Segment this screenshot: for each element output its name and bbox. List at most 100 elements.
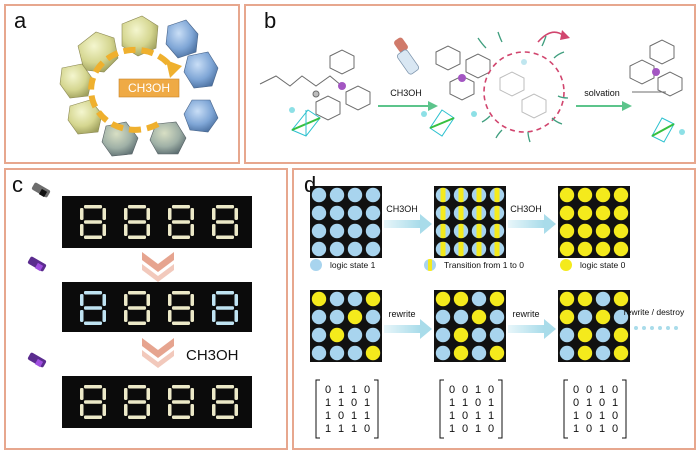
display-segment	[172, 400, 190, 404]
display-segment	[128, 235, 146, 239]
display-segment	[102, 294, 106, 306]
logic-cell	[365, 241, 381, 257]
logic-cell	[471, 241, 487, 257]
display-segment	[172, 415, 190, 419]
logic-cell	[559, 345, 575, 361]
matrix-entry: 1	[599, 423, 605, 435]
logic-grid	[558, 186, 630, 258]
matrix-entry: 1	[338, 397, 344, 409]
cycle-arrowhead-icon	[166, 60, 182, 78]
crystal-icon	[121, 15, 159, 57]
logic-cell	[453, 223, 469, 239]
display-segment	[234, 388, 238, 400]
display-segment	[80, 310, 84, 322]
logic-cell	[489, 291, 505, 307]
molecule-icon	[629, 39, 685, 143]
logic-cell	[365, 187, 381, 203]
logic-cell	[613, 187, 629, 203]
display-segment	[128, 306, 146, 310]
logic-cell	[329, 223, 345, 239]
crystal-icon	[183, 99, 219, 133]
logic-cell	[489, 345, 505, 361]
logic-cell	[613, 205, 629, 221]
panel-c: c CH3OH	[4, 168, 288, 450]
logic-cell	[311, 187, 327, 203]
chevron-down-icon	[142, 264, 174, 282]
logic-cell	[595, 309, 611, 325]
display-segment	[172, 291, 190, 295]
logic-cell	[453, 241, 469, 257]
matrix-entry: 0	[612, 384, 618, 396]
logic-cell	[435, 345, 451, 361]
display-segment	[172, 235, 190, 239]
logic-cell	[559, 187, 575, 203]
display-segment	[128, 321, 146, 325]
display-segment	[190, 224, 194, 236]
logic-cell	[311, 241, 327, 257]
logic-cell	[613, 309, 629, 325]
panel-d: d CH3OH CH3OH logic state 1	[292, 168, 696, 450]
logic-cell	[471, 223, 487, 239]
logic-grid	[310, 186, 382, 258]
logic-cell	[435, 187, 451, 203]
display-segment	[84, 220, 102, 224]
panel-c-label: c	[12, 172, 23, 197]
solvent-ticks	[477, 31, 569, 143]
arrow-icon	[384, 214, 432, 234]
logic-cell	[613, 241, 629, 257]
logic-cell	[365, 223, 381, 239]
display-segment	[234, 208, 238, 220]
display-segment	[172, 205, 190, 209]
logic-cell	[435, 327, 451, 343]
cycle-arrow-icon	[88, 46, 175, 133]
matrix-entry: 1	[475, 423, 481, 435]
logic-cell	[435, 223, 451, 239]
display-segment	[102, 208, 106, 220]
molecule-icon	[421, 45, 491, 137]
display-segment	[168, 388, 172, 400]
chevron-down-icon	[142, 252, 174, 272]
logic-cell	[311, 291, 327, 307]
logic-cell	[471, 345, 487, 361]
matrix-entry: 1	[488, 410, 494, 422]
logic-cell	[489, 327, 505, 343]
step2-label: solvation	[584, 88, 620, 98]
logic-cell	[559, 205, 575, 221]
reagent-label: CH3OH	[128, 81, 170, 95]
arrowhead-icon	[428, 101, 438, 111]
logic-cell	[595, 205, 611, 221]
display-segment	[124, 224, 128, 236]
arrowhead-icon	[622, 101, 632, 111]
segment-digits	[80, 205, 238, 419]
logic-cell	[435, 291, 451, 307]
display-segment	[84, 205, 102, 209]
logic-cell	[329, 345, 345, 361]
logic-cell	[489, 223, 505, 239]
matrix-entry: 0	[462, 384, 468, 396]
display-segment	[102, 404, 106, 416]
logic-cell	[365, 291, 381, 307]
matrix-entry: 0	[488, 423, 494, 435]
row1-arrow1-label: CH3OH	[386, 204, 418, 214]
display-segment	[212, 294, 216, 306]
display-segment	[234, 224, 238, 236]
display-segment	[168, 404, 172, 416]
logic-cell	[559, 223, 575, 239]
display-segment	[216, 400, 234, 404]
matrix-entry: 0	[338, 410, 344, 422]
logic-cell	[471, 309, 487, 325]
digit-row	[80, 385, 238, 419]
dropper-icon	[394, 37, 420, 75]
logic-cell	[559, 241, 575, 257]
logic-cell	[613, 291, 629, 307]
matrix-entry: 1	[612, 397, 618, 409]
release-arrow-icon	[537, 31, 565, 43]
crystal-icon	[183, 51, 219, 89]
matrix-entry: 1	[351, 410, 357, 422]
bracket-right	[498, 379, 503, 439]
display-segment	[168, 310, 172, 322]
matrix-entry: 1	[364, 397, 370, 409]
matrix-entry: 1	[449, 423, 455, 435]
display-segment	[216, 321, 234, 325]
